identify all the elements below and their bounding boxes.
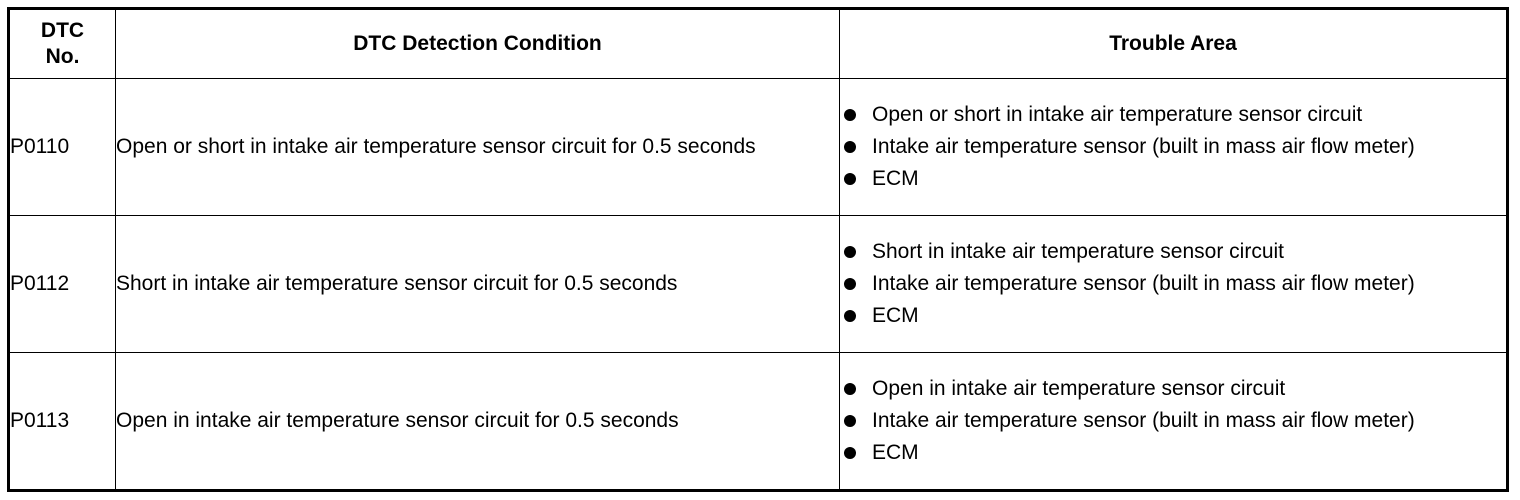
list-item: Short in intake air temperature sensor c… xyxy=(840,237,1506,267)
trouble-area-text: Open in intake air temperature sensor ci… xyxy=(872,376,1286,400)
trouble-area: Short in intake air temperature sensor c… xyxy=(839,215,1508,353)
bullet-icon xyxy=(844,446,856,459)
trouble-area-text: ECM xyxy=(872,303,919,327)
bullet-icon xyxy=(844,245,856,258)
header-dtc-no-label: DTC No. xyxy=(40,19,85,68)
trouble-area-list: Short in intake air temperature sensor c… xyxy=(840,234,1506,335)
trouble-area-text: Open or short in intake air temperature … xyxy=(872,102,1363,126)
list-item: ECM xyxy=(840,301,1506,331)
dtc-code: P0110 xyxy=(8,78,116,216)
bullet-icon xyxy=(844,382,856,395)
list-item: Intake air temperature sensor (built in … xyxy=(840,406,1506,436)
header-trouble-area: Trouble Area xyxy=(839,8,1508,79)
dtc-code: P0113 xyxy=(8,352,116,491)
dtc-table: DTC No. DTC Detection Condition Trouble … xyxy=(7,7,1509,492)
trouble-area-text: ECM xyxy=(872,440,919,464)
trouble-area-text: Intake air temperature sensor (built in … xyxy=(872,408,1415,432)
bullet-icon xyxy=(844,414,856,427)
header-dtc-no: DTC No. xyxy=(8,8,116,79)
list-item: Open or short in intake air temperature … xyxy=(840,100,1506,130)
trouble-area-list: Open in intake air temperature sensor ci… xyxy=(840,371,1506,472)
list-item: ECM xyxy=(840,438,1506,468)
bullet-icon xyxy=(844,172,856,185)
bullet-icon xyxy=(844,309,856,322)
trouble-area-list: Open or short in intake air temperature … xyxy=(840,97,1506,198)
list-item: ECM xyxy=(840,164,1506,194)
detection-condition: Short in intake air temperature sensor c… xyxy=(115,215,840,353)
table-row: P0110 Open or short in intake air temper… xyxy=(8,78,1508,216)
bullet-icon xyxy=(844,140,856,153)
table-row: P0112 Short in intake air temperature se… xyxy=(8,215,1508,353)
trouble-area-text: Intake air temperature sensor (built in … xyxy=(872,134,1415,158)
trouble-area-text: ECM xyxy=(872,166,919,190)
list-item: Open in intake air temperature sensor ci… xyxy=(840,374,1506,404)
dtc-code: P0112 xyxy=(8,215,116,353)
list-item: Intake air temperature sensor (built in … xyxy=(840,132,1506,162)
header-row: DTC No. DTC Detection Condition Trouble … xyxy=(8,8,1508,79)
table-row: P0113 Open in intake air temperature sen… xyxy=(8,352,1508,491)
detection-condition: Open in intake air temperature sensor ci… xyxy=(115,352,840,491)
trouble-area: Open in intake air temperature sensor ci… xyxy=(839,352,1508,491)
trouble-area-text: Intake air temperature sensor (built in … xyxy=(872,271,1415,295)
bullet-icon xyxy=(844,277,856,290)
trouble-area: Open or short in intake air temperature … xyxy=(839,78,1508,216)
list-item: Intake air temperature sensor (built in … xyxy=(840,269,1506,299)
trouble-area-text: Short in intake air temperature sensor c… xyxy=(872,239,1285,263)
bullet-icon xyxy=(844,108,856,121)
detection-condition: Open or short in intake air temperature … xyxy=(115,78,840,216)
header-detection-condition: DTC Detection Condition xyxy=(115,8,840,79)
